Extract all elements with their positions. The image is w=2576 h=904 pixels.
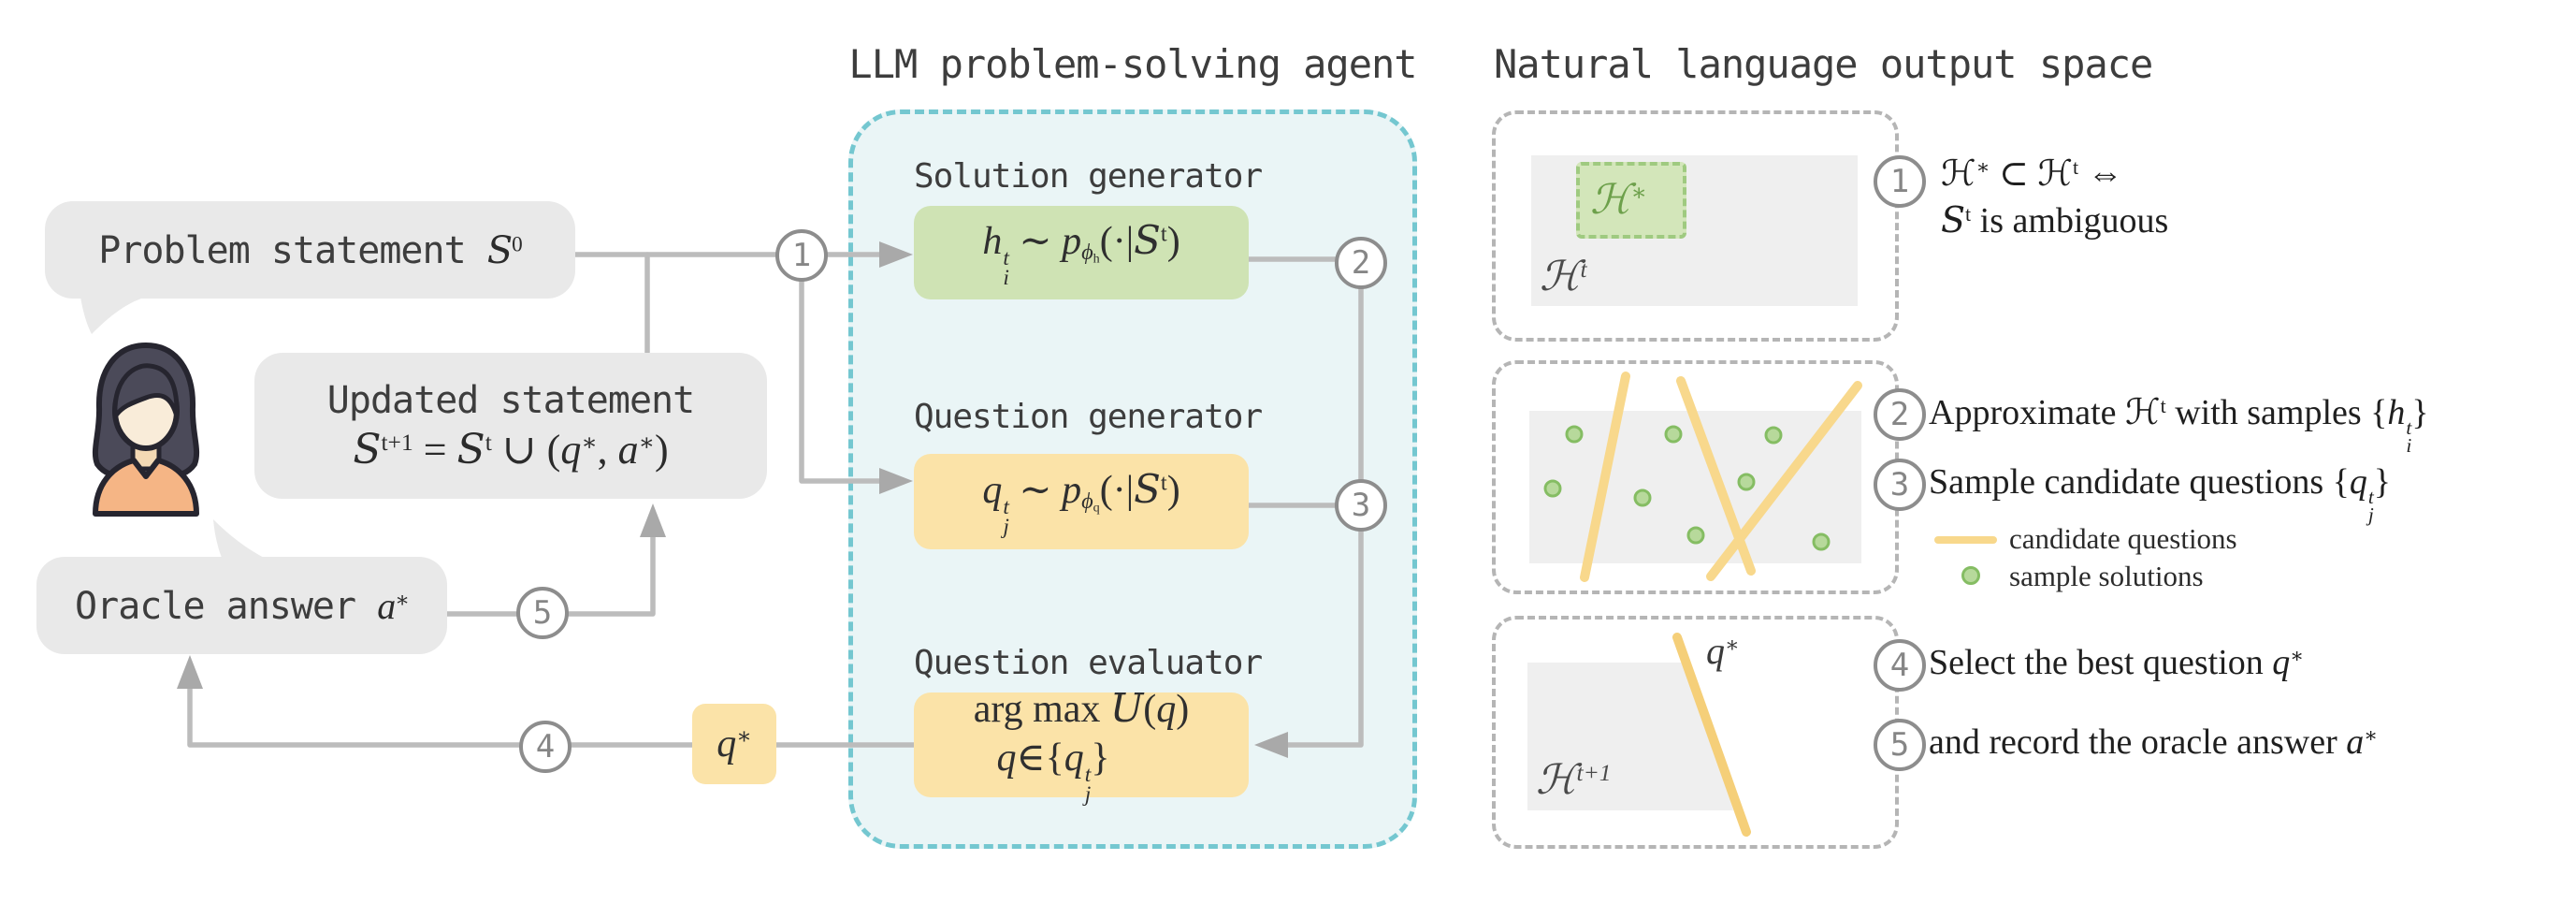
output-space-title: Natural language output space <box>1494 41 2153 87</box>
updated-statement-bubble: Updated statement St+1 = St ∪ (q∗, a∗) <box>254 353 767 499</box>
qstar-line-label: q∗ <box>1706 630 1740 672</box>
oracle-answer-bubble: Oracle answer a∗ <box>36 557 447 654</box>
question-generator-heading: Question generator <box>914 398 1263 436</box>
hstar-label: ℋ∗ <box>1590 177 1647 223</box>
annotation-step-3: 3 <box>1874 459 1926 511</box>
annotation-1-line1: ℋ∗ ⊂ ℋt ⇔ <box>1941 154 2123 194</box>
annotation-step-5: 5 <box>1874 719 1926 771</box>
updated-statement-formula: St+1 = St ∪ (q∗, a∗) <box>353 425 669 474</box>
hypothesis-space-rect <box>1529 411 1861 563</box>
oracle-bubble-tail <box>213 519 266 559</box>
flow-step-1: 1 <box>775 229 828 282</box>
selected-question-chip: q∗ <box>692 704 776 784</box>
flow-step-3: 3 <box>1335 479 1387 532</box>
annotation-4: Select the best question q∗ <box>1929 643 2305 682</box>
annotation-step-2: 2 <box>1874 388 1926 441</box>
hstar-region-box <box>1576 162 1686 239</box>
sample-solution-dot-icon <box>1961 566 1980 585</box>
candidate-question-line-icon <box>1934 536 1997 544</box>
question-evaluator-formula-argmax: arg max U(q) <box>973 684 1190 731</box>
qstar-chip-text: q∗ <box>716 722 752 765</box>
annotation-1-line2: St is ambiguous <box>1941 199 2169 241</box>
flow-step-2: 2 <box>1335 237 1387 289</box>
oracle-answer-text: Oracle answer a∗ <box>75 584 410 628</box>
agent-title: LLM problem-solving agent <box>848 41 1417 87</box>
annotation-5: and record the oracle answer a∗ <box>1929 722 2379 762</box>
output-space-panel-3 <box>1492 616 1899 849</box>
legend-candidate-questions-label: candidate questions <box>2009 522 2237 555</box>
arrow-to-oracle <box>177 655 203 689</box>
ht1-label: ℋt+1 <box>1536 757 1612 803</box>
user-woman-avatar-icon <box>92 343 200 517</box>
question-evaluator-heading: Question evaluator <box>914 644 1263 682</box>
problem-statement-text: Problem statement S0 <box>98 228 522 272</box>
flow-step-4: 4 <box>519 721 572 773</box>
solution-generator-heading: Solution generator <box>914 157 1263 196</box>
output-space-panel-1 <box>1492 110 1899 342</box>
annotation-step-4: 4 <box>1874 639 1926 692</box>
problem-bubble-tail <box>80 297 144 334</box>
output-space-panel-2 <box>1492 360 1899 594</box>
annotation-step-1: 1 <box>1874 155 1926 208</box>
updated-statement-label: Updated statement <box>326 378 695 422</box>
flow-step-5: 5 <box>516 587 569 639</box>
legend-sample-solutions-label: sample solutions <box>2009 560 2204 592</box>
arrow-into-updated-statement <box>640 503 666 537</box>
ht-label: ℋt <box>1540 254 1587 299</box>
problem-statement-bubble: Problem statement S0 <box>45 201 575 299</box>
